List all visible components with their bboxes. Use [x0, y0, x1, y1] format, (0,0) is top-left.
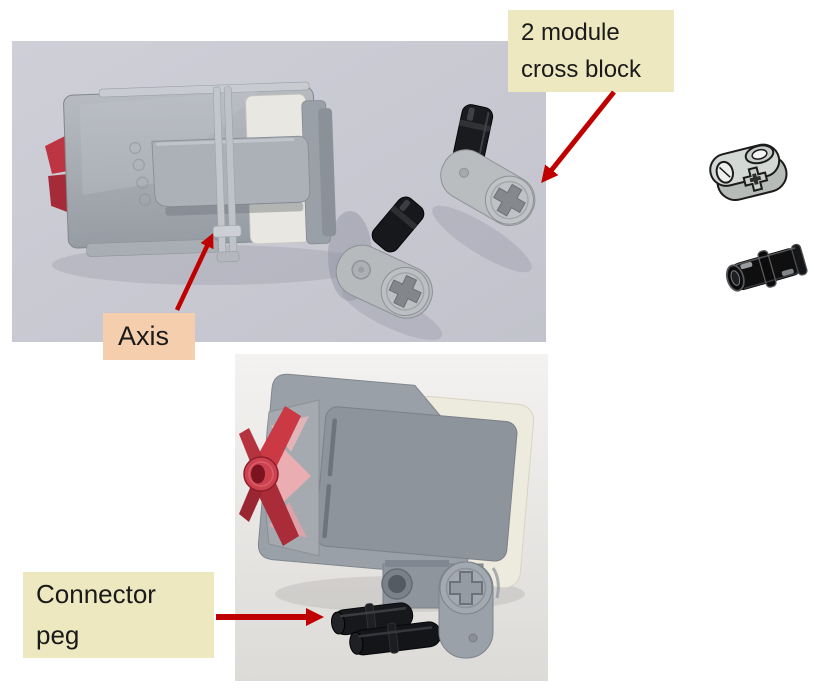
center-flange — [757, 250, 777, 288]
black-peg-lower — [371, 196, 425, 253]
axle-collar — [212, 225, 242, 238]
cross-block-attached — [438, 561, 500, 659]
dimple-center — [358, 266, 365, 273]
clip-highlight — [155, 137, 295, 146]
axle-tip — [216, 251, 240, 263]
photo-touch-sensor-rear — [12, 41, 546, 342]
cross-hole — [388, 274, 422, 308]
red-bumper-front — [239, 399, 320, 557]
arrow-line — [541, 90, 616, 184]
pin-hole-center — [388, 575, 406, 593]
label-line: 2 module — [521, 19, 620, 46]
right-edge — [318, 108, 337, 237]
arrow-to-axis — [174, 233, 214, 311]
molded-marks — [129, 141, 152, 206]
sensor-top-lip — [98, 81, 310, 98]
photo-touch-sensor-side — [235, 354, 548, 681]
bumper-hole — [251, 464, 265, 484]
label-line: Connector — [36, 579, 156, 609]
dimple — [468, 633, 478, 643]
touch-sensor-rear — [45, 81, 337, 263]
block-shadow — [432, 205, 532, 273]
inner-panel — [314, 406, 518, 562]
cross-block-lower — [335, 244, 433, 319]
part-drawing-cross-block — [709, 143, 788, 201]
cross-hole — [449, 571, 483, 605]
panel-slot — [327, 418, 337, 477]
label-connector-peg: Connector peg — [23, 572, 214, 658]
arrow-line — [174, 233, 214, 311]
cross-block-upper — [440, 149, 536, 227]
cross-hole — [493, 183, 526, 217]
label-line: cross block — [521, 56, 642, 83]
dimple — [459, 167, 470, 178]
label-axis: Axis — [103, 313, 195, 360]
part-drawing-connector-peg — [725, 243, 808, 292]
panel-slot — [322, 484, 332, 539]
arrow-to-cross-block — [541, 90, 616, 184]
arrow-to-connector-peg — [216, 608, 324, 626]
bracket-ridge — [385, 560, 449, 567]
label-2-module-cross-block: 2 module cross block — [508, 10, 674, 92]
connector-peg-attached-lower — [349, 621, 442, 656]
label-line: peg — [36, 620, 80, 650]
label-line: Axis — [118, 321, 170, 351]
